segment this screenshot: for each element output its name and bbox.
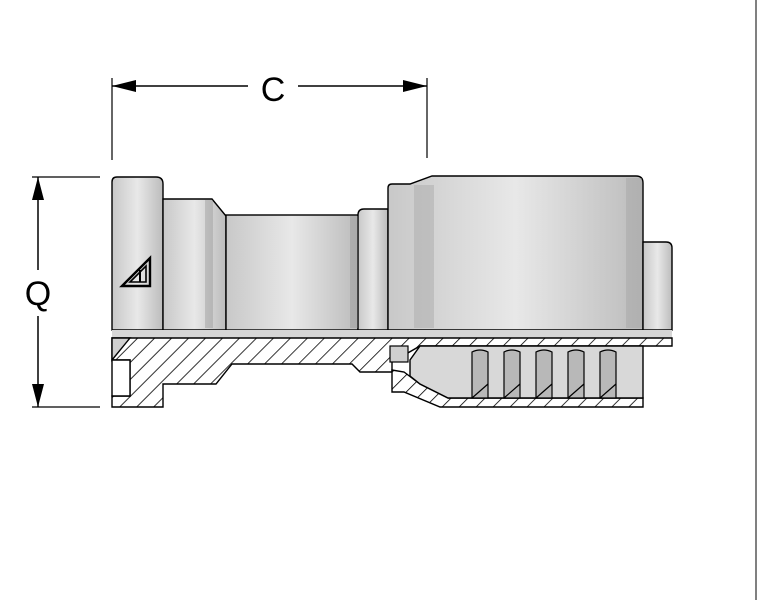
dimension-c: C bbox=[111, 71, 428, 160]
dimension-label-q: Q bbox=[25, 275, 51, 313]
hose-grip-area bbox=[409, 345, 644, 399]
arrowhead-q-bottom bbox=[32, 384, 44, 407]
socket-lock-ring bbox=[389, 345, 409, 363]
arrowhead-q-top bbox=[32, 177, 44, 200]
grip-teeth-hatch bbox=[471, 383, 617, 399]
flange bbox=[111, 176, 164, 331]
triangle-logo-icon bbox=[119, 255, 152, 288]
grip-teeth bbox=[471, 349, 617, 399]
fitting-section bbox=[111, 330, 673, 408]
seat-shoulder bbox=[162, 198, 227, 331]
ferrule bbox=[387, 175, 644, 331]
neck bbox=[225, 214, 359, 331]
collar bbox=[357, 208, 389, 331]
flange-section bbox=[111, 337, 132, 362]
arrowhead-c-right bbox=[403, 80, 427, 92]
insert-tip bbox=[642, 241, 673, 331]
bore bbox=[112, 330, 672, 338]
dimension-label-c: C bbox=[261, 71, 286, 109]
o-ring-groove bbox=[111, 359, 131, 397]
shading-bands bbox=[205, 178, 642, 328]
fitting-exterior bbox=[111, 175, 673, 331]
arrowhead-c-left bbox=[112, 80, 136, 92]
dimension-q: Q bbox=[25, 176, 100, 408]
